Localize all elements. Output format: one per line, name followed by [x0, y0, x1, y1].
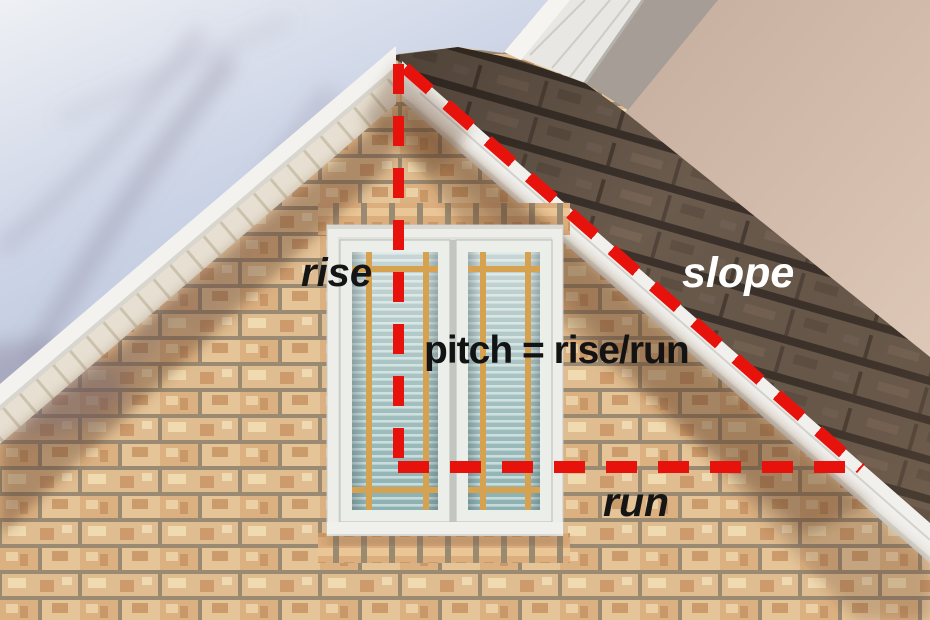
window-mullion [450, 240, 456, 522]
stucco-wall [625, 0, 930, 357]
upper-eave-soffit [504, 0, 645, 84]
run-dashed-line [398, 461, 856, 473]
run-label: run [603, 479, 670, 525]
rise-label: rise [301, 251, 373, 295]
stucco-shadow-face [585, 0, 718, 110]
rise-dashed-line [393, 64, 404, 468]
pitch-formula-label: pitch = rise/run [424, 329, 690, 372]
window-sill [327, 522, 563, 536]
slope-label: slope [682, 249, 795, 297]
left-fascia [0, 46, 396, 411]
left-soffit [0, 72, 396, 444]
upper-fascia [504, 0, 570, 60]
